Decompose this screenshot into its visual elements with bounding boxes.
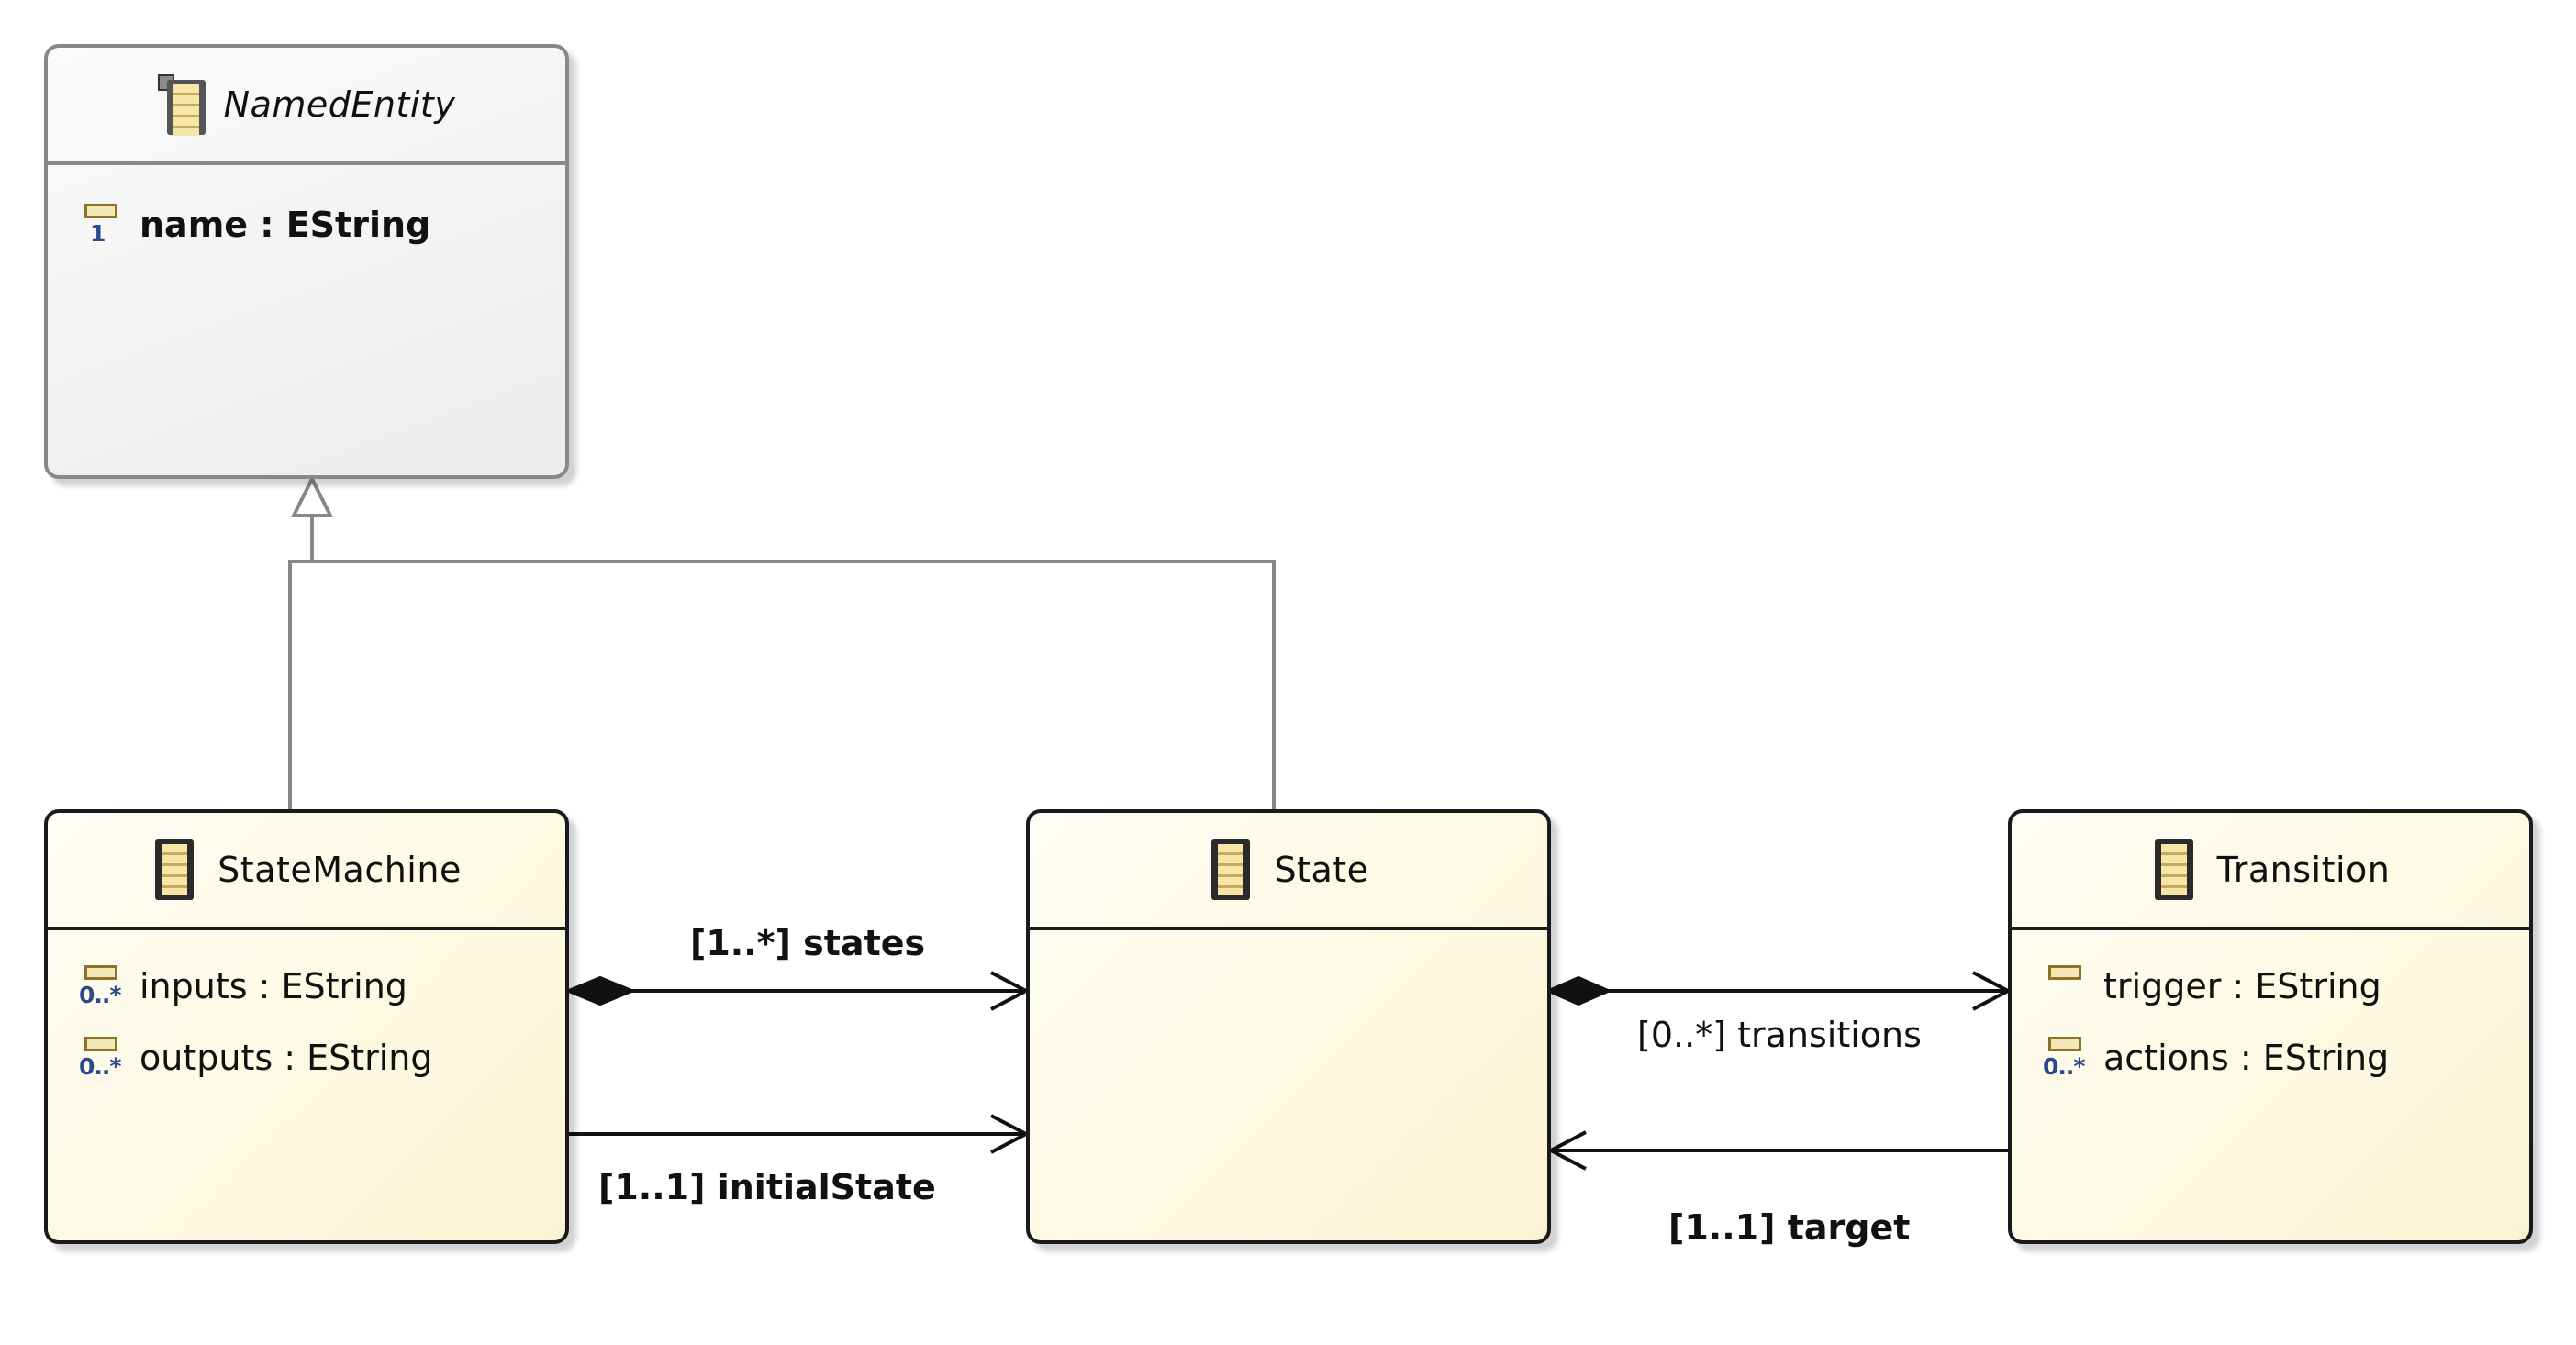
attribute-actions[interactable]: 0..* actions : EString — [2012, 1022, 2529, 1094]
class-icon — [2151, 839, 2197, 900]
attribute-list: 0..* inputs : EString 0..* outputs : ESt… — [48, 930, 565, 1094]
generalization-state — [312, 560, 1276, 809]
reference-label-target[interactable]: [1..1] target — [1668, 1207, 1911, 1248]
edge-transitions — [1544, 971, 2013, 1011]
class-state[interactable]: State — [1026, 809, 1551, 1244]
attribute-name[interactable]: 1 name : EString — [48, 189, 565, 261]
attribute-icon: 0..* — [2043, 1031, 2085, 1084]
abstract-class-icon — [157, 74, 206, 136]
class-header: StateMachine — [48, 813, 565, 930]
class-name: State — [1274, 850, 1369, 890]
attribute-list: trigger : EString 0..* actions : EString — [2012, 930, 2529, 1094]
attribute-label: inputs : EString — [139, 966, 407, 1006]
attribute-trigger[interactable]: trigger : EString — [2012, 950, 2529, 1022]
composition-diamond-transitions — [1544, 975, 1612, 1006]
reference-label-transitions[interactable]: [0..*] transitions — [1637, 1015, 1922, 1055]
reference-label-states[interactable]: [1..*] states — [690, 923, 926, 963]
attribute-label: trigger : EString — [2103, 966, 2381, 1006]
attribute-label: outputs : EString — [139, 1038, 433, 1078]
reference-label-initial-state[interactable]: [1..1] initialState — [598, 1167, 936, 1207]
attribute-icon: 0..* — [79, 960, 121, 1013]
attribute-icon — [2043, 960, 2085, 1013]
generalization-arrowhead — [290, 474, 334, 517]
class-named-entity[interactable]: NamedEntity 1 name : EString — [44, 44, 569, 479]
attribute-label: name : EString — [139, 205, 431, 245]
class-header: NamedEntity — [48, 48, 565, 165]
attribute-label: actions : EString — [2103, 1038, 2390, 1078]
edge-target — [1546, 1130, 2008, 1171]
edge-initial-state — [569, 1114, 1031, 1154]
class-header: Transition — [2012, 813, 2529, 930]
edge-states — [563, 971, 1031, 1011]
attribute-icon: 1 — [79, 198, 121, 251]
class-header: State — [1030, 813, 1547, 930]
generalization-statemachine — [288, 560, 312, 809]
class-name: Transition — [2216, 850, 2391, 890]
attribute-icon: 0..* — [79, 1031, 121, 1084]
class-name: StateMachine — [217, 850, 462, 890]
class-icon — [151, 839, 197, 900]
attribute-outputs[interactable]: 0..* outputs : EString — [48, 1022, 565, 1094]
class-state-machine[interactable]: StateMachine 0..* inputs : EString 0..* … — [44, 809, 569, 1244]
generalization-edges — [288, 474, 1276, 809]
class-transition[interactable]: Transition trigger : EString 0..* action… — [2008, 809, 2533, 1244]
class-name: NamedEntity — [223, 84, 456, 125]
class-icon — [1208, 839, 1254, 900]
composition-diamond-states — [563, 975, 637, 1006]
attribute-inputs[interactable]: 0..* inputs : EString — [48, 950, 565, 1022]
attribute-list: 1 name : EString — [48, 165, 565, 261]
